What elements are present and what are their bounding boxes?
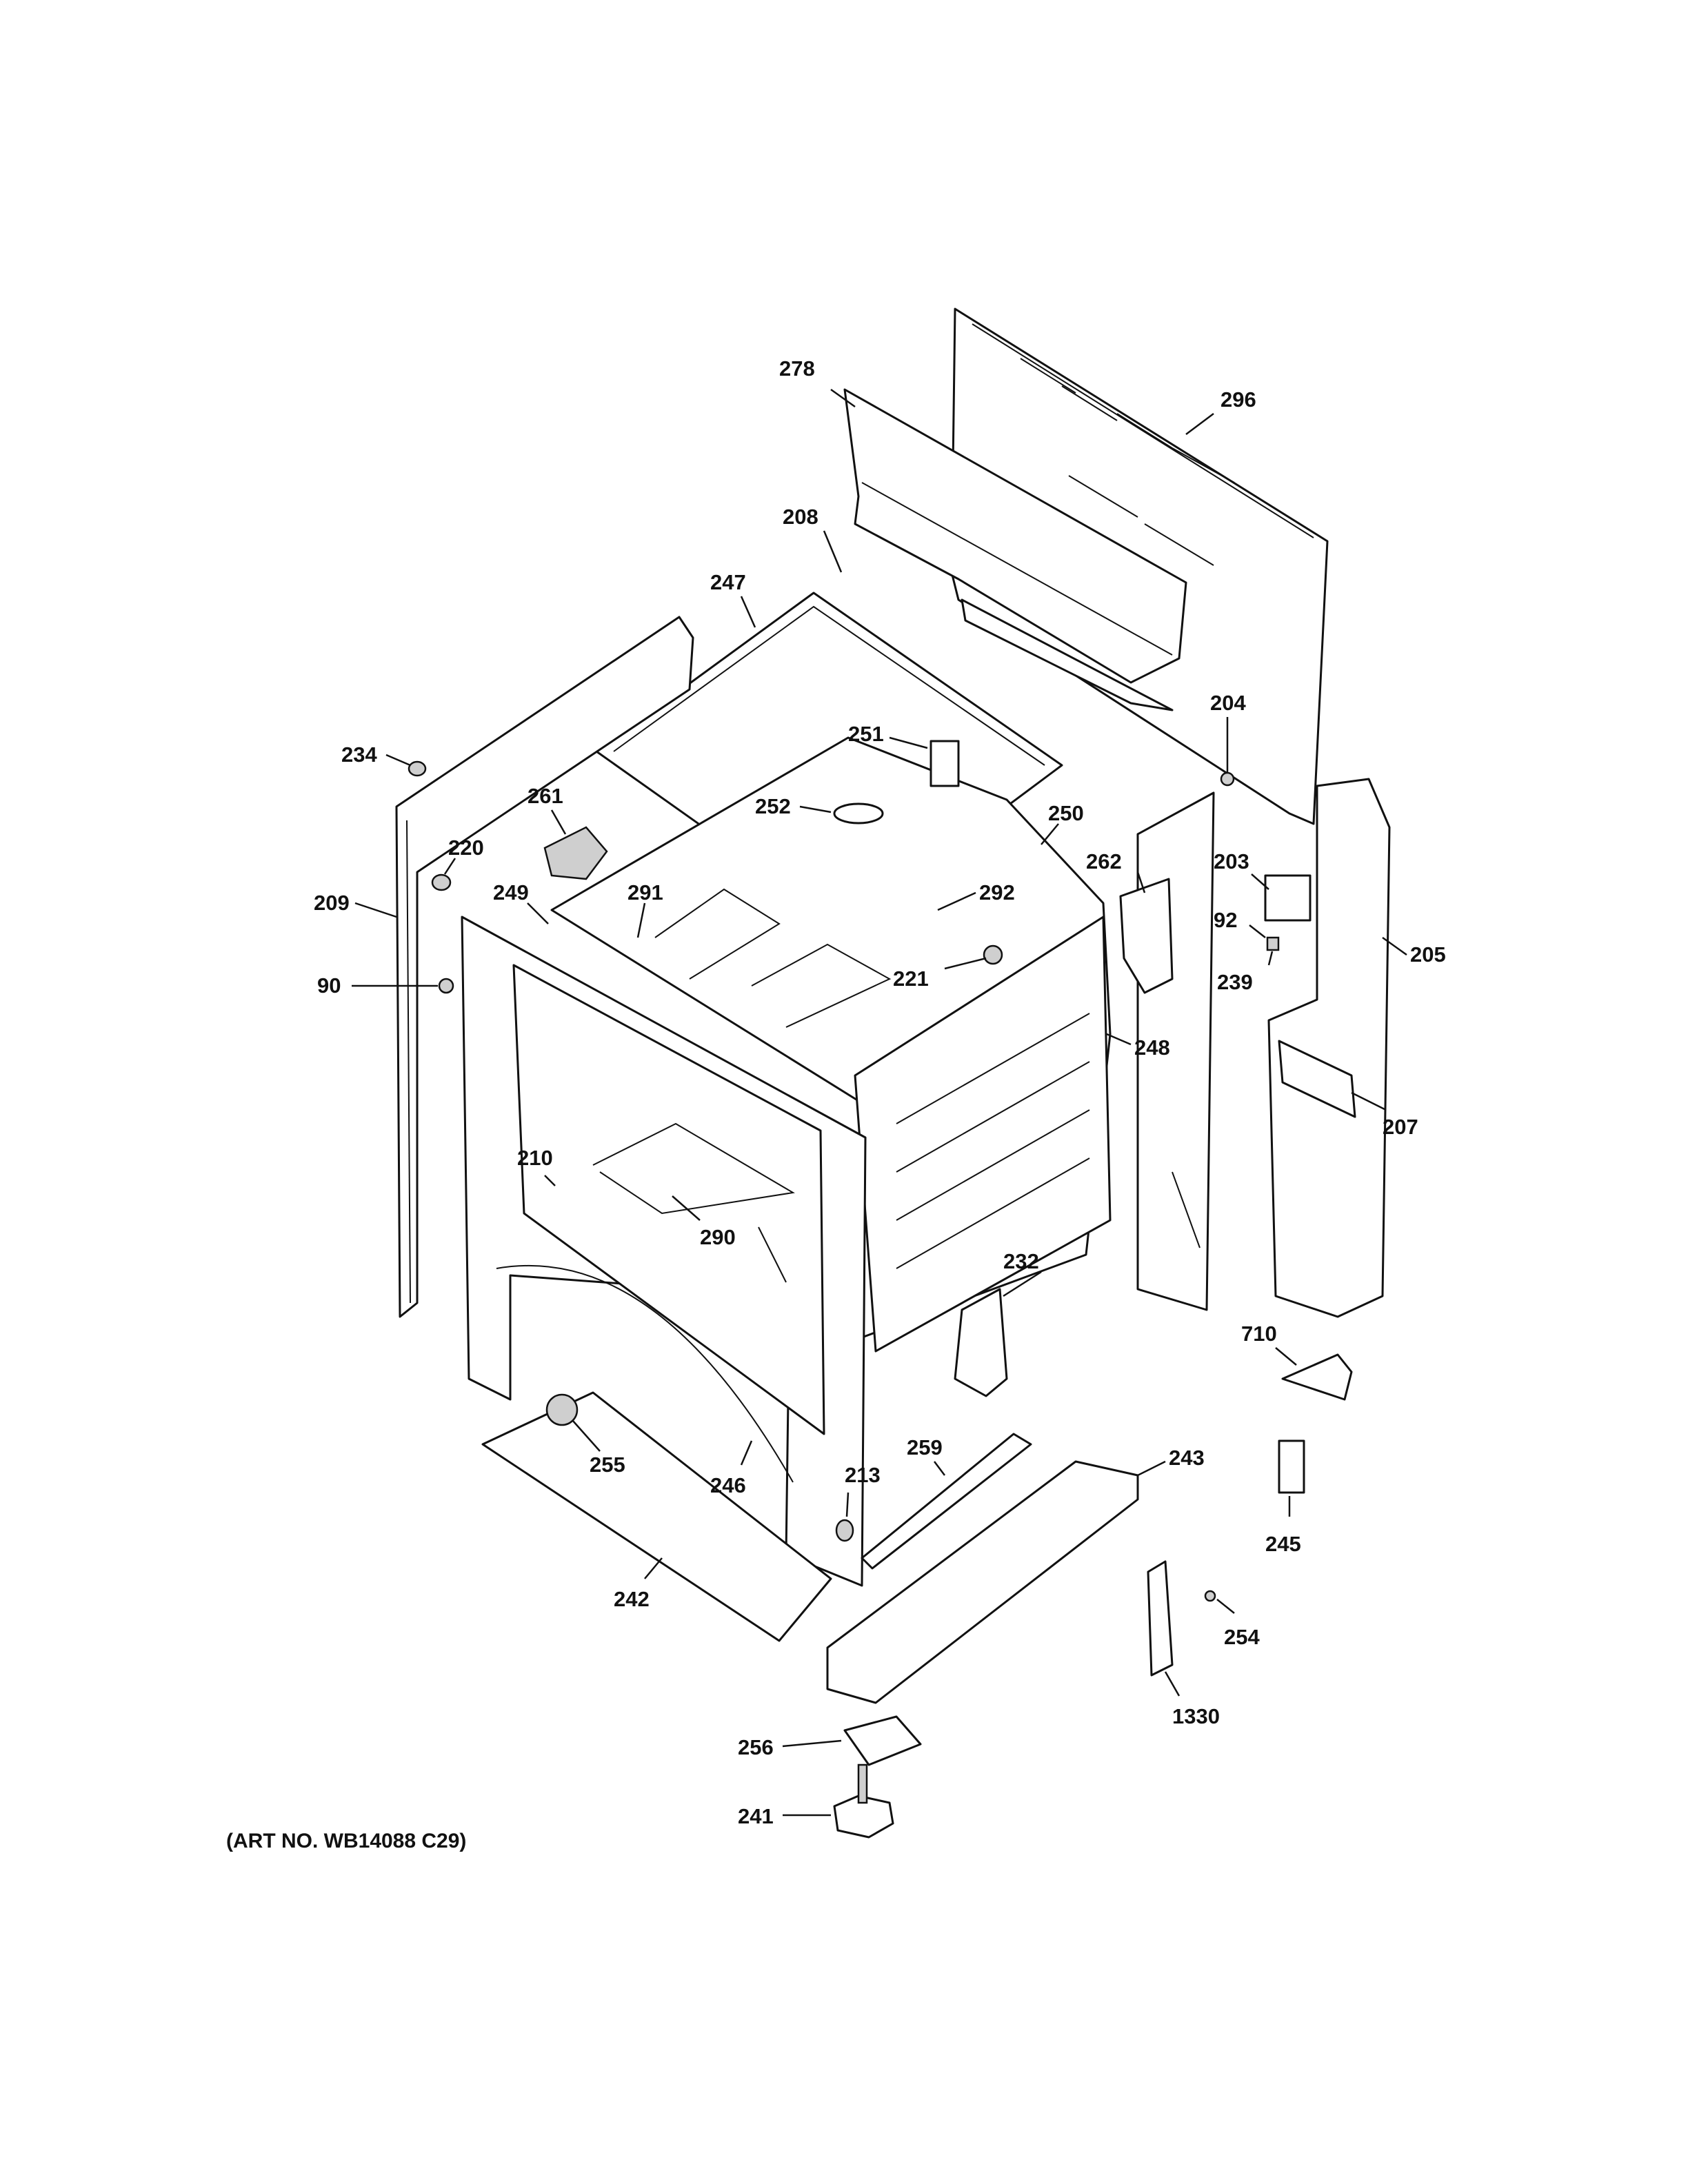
callout-254: 254 <box>1216 1599 1260 1649</box>
callout-label: 246 <box>710 1473 746 1497</box>
callout-208: 208 <box>783 505 843 573</box>
callout-label: 292 <box>979 880 1015 904</box>
callout-220: 220 <box>443 836 484 875</box>
callout-label: 90 <box>317 973 341 998</box>
callout-278: 278 <box>779 356 856 408</box>
callout-label: 248 <box>1134 1035 1170 1060</box>
callout-259: 259 <box>907 1435 945 1476</box>
callout-252: 252 <box>755 794 832 818</box>
callout-205: 205 <box>1382 936 1446 967</box>
callout-291: 291 <box>627 880 663 938</box>
callout-label: 290 <box>700 1225 736 1249</box>
callout-label: 259 <box>907 1435 943 1459</box>
callout-label: 242 <box>614 1587 650 1611</box>
broil-element-part <box>654 888 892 1028</box>
callout-232: 232 <box>1003 1249 1042 1297</box>
callout-261: 261 <box>528 784 567 835</box>
callout-label: 239 <box>1217 970 1253 994</box>
callout-label: 232 <box>1003 1249 1039 1273</box>
callout-239: 239 <box>1217 951 1274 994</box>
callout-296: 296 <box>1185 387 1256 435</box>
left-side-panel-part <box>395 616 694 1318</box>
callout-292: 292 <box>937 880 1015 911</box>
bottom-panel-part <box>481 1391 832 1642</box>
callout-242: 242 <box>614 1557 663 1611</box>
callout-90: 90 <box>317 973 438 998</box>
callout-label: 203 <box>1214 849 1249 873</box>
callout-247: 247 <box>710 570 756 628</box>
callout-label: 256 <box>738 1735 774 1759</box>
callout-label: 247 <box>710 570 746 594</box>
callout-label: 220 <box>448 836 484 860</box>
small-parts-group <box>408 740 1353 1839</box>
callout-label: 210 <box>517 1146 553 1170</box>
top-heat-shield-part <box>843 388 1187 711</box>
callout-label: 296 <box>1220 387 1256 412</box>
callout-204: 204 <box>1210 691 1246 772</box>
callout-255: 255 <box>572 1419 625 1477</box>
callout-label: 209 <box>314 891 350 915</box>
callout-710: 710 <box>1241 1322 1297 1366</box>
callout-248: 248 <box>1106 1033 1170 1060</box>
art-number-label: (ART NO. WB14088 C29) <box>226 1830 466 1852</box>
callout-207: 207 <box>1351 1091 1418 1139</box>
callout-246: 246 <box>710 1440 753 1497</box>
callout-label: 205 <box>1410 942 1446 967</box>
bake-element-part <box>592 1122 795 1283</box>
callout-label: 249 <box>493 880 529 904</box>
callout-label: 262 <box>1086 849 1122 873</box>
callout-label: 234 <box>341 742 377 767</box>
callout-label: 250 <box>1048 801 1084 825</box>
callout-label: 1330 <box>1172 1704 1220 1728</box>
callout-label: 207 <box>1383 1115 1418 1139</box>
callout-label: 291 <box>627 880 663 904</box>
callout-243: 243 <box>1137 1446 1205 1477</box>
callout-label: 92 <box>1214 908 1237 932</box>
callout-label: 278 <box>779 356 815 381</box>
callout-label: 245 <box>1265 1532 1301 1556</box>
callout-label: 213 <box>845 1463 881 1487</box>
callout-210: 210 <box>517 1146 556 1186</box>
callout-256: 256 <box>738 1735 842 1759</box>
callout-label: 261 <box>528 784 563 808</box>
callout-241: 241 <box>738 1804 831 1828</box>
callout-290: 290 <box>672 1195 736 1249</box>
callout-label: 252 <box>755 794 791 818</box>
callout-250: 250 <box>1041 801 1084 845</box>
callout-label: 208 <box>783 505 818 529</box>
callout-249: 249 <box>493 880 549 924</box>
callout-221: 221 <box>893 957 987 991</box>
callout-209: 209 <box>314 891 397 918</box>
oven-cavity-part <box>550 736 1112 1422</box>
callout-label: 254 <box>1224 1625 1260 1649</box>
callout-label: 241 <box>738 1804 774 1828</box>
callout-234: 234 <box>341 742 411 767</box>
callout-1330: 1330 <box>1164 1671 1220 1728</box>
callout-label: 710 <box>1241 1322 1277 1346</box>
callout-262: 262 <box>1086 849 1146 893</box>
callout-label: 221 <box>893 967 929 991</box>
callout-245: 245 <box>1265 1496 1301 1556</box>
callout-label: 255 <box>590 1453 625 1477</box>
callout-213: 213 <box>845 1463 881 1517</box>
callout-label: 243 <box>1169 1446 1205 1470</box>
callout-92: 92 <box>1214 908 1266 938</box>
callout-label: 251 <box>848 722 884 746</box>
callout-251: 251 <box>848 722 928 749</box>
callout-label: 204 <box>1210 691 1246 715</box>
callout-203: 203 <box>1214 849 1269 890</box>
rear-wrapper-part <box>1267 778 1391 1318</box>
front-frame-part <box>461 916 867 1587</box>
